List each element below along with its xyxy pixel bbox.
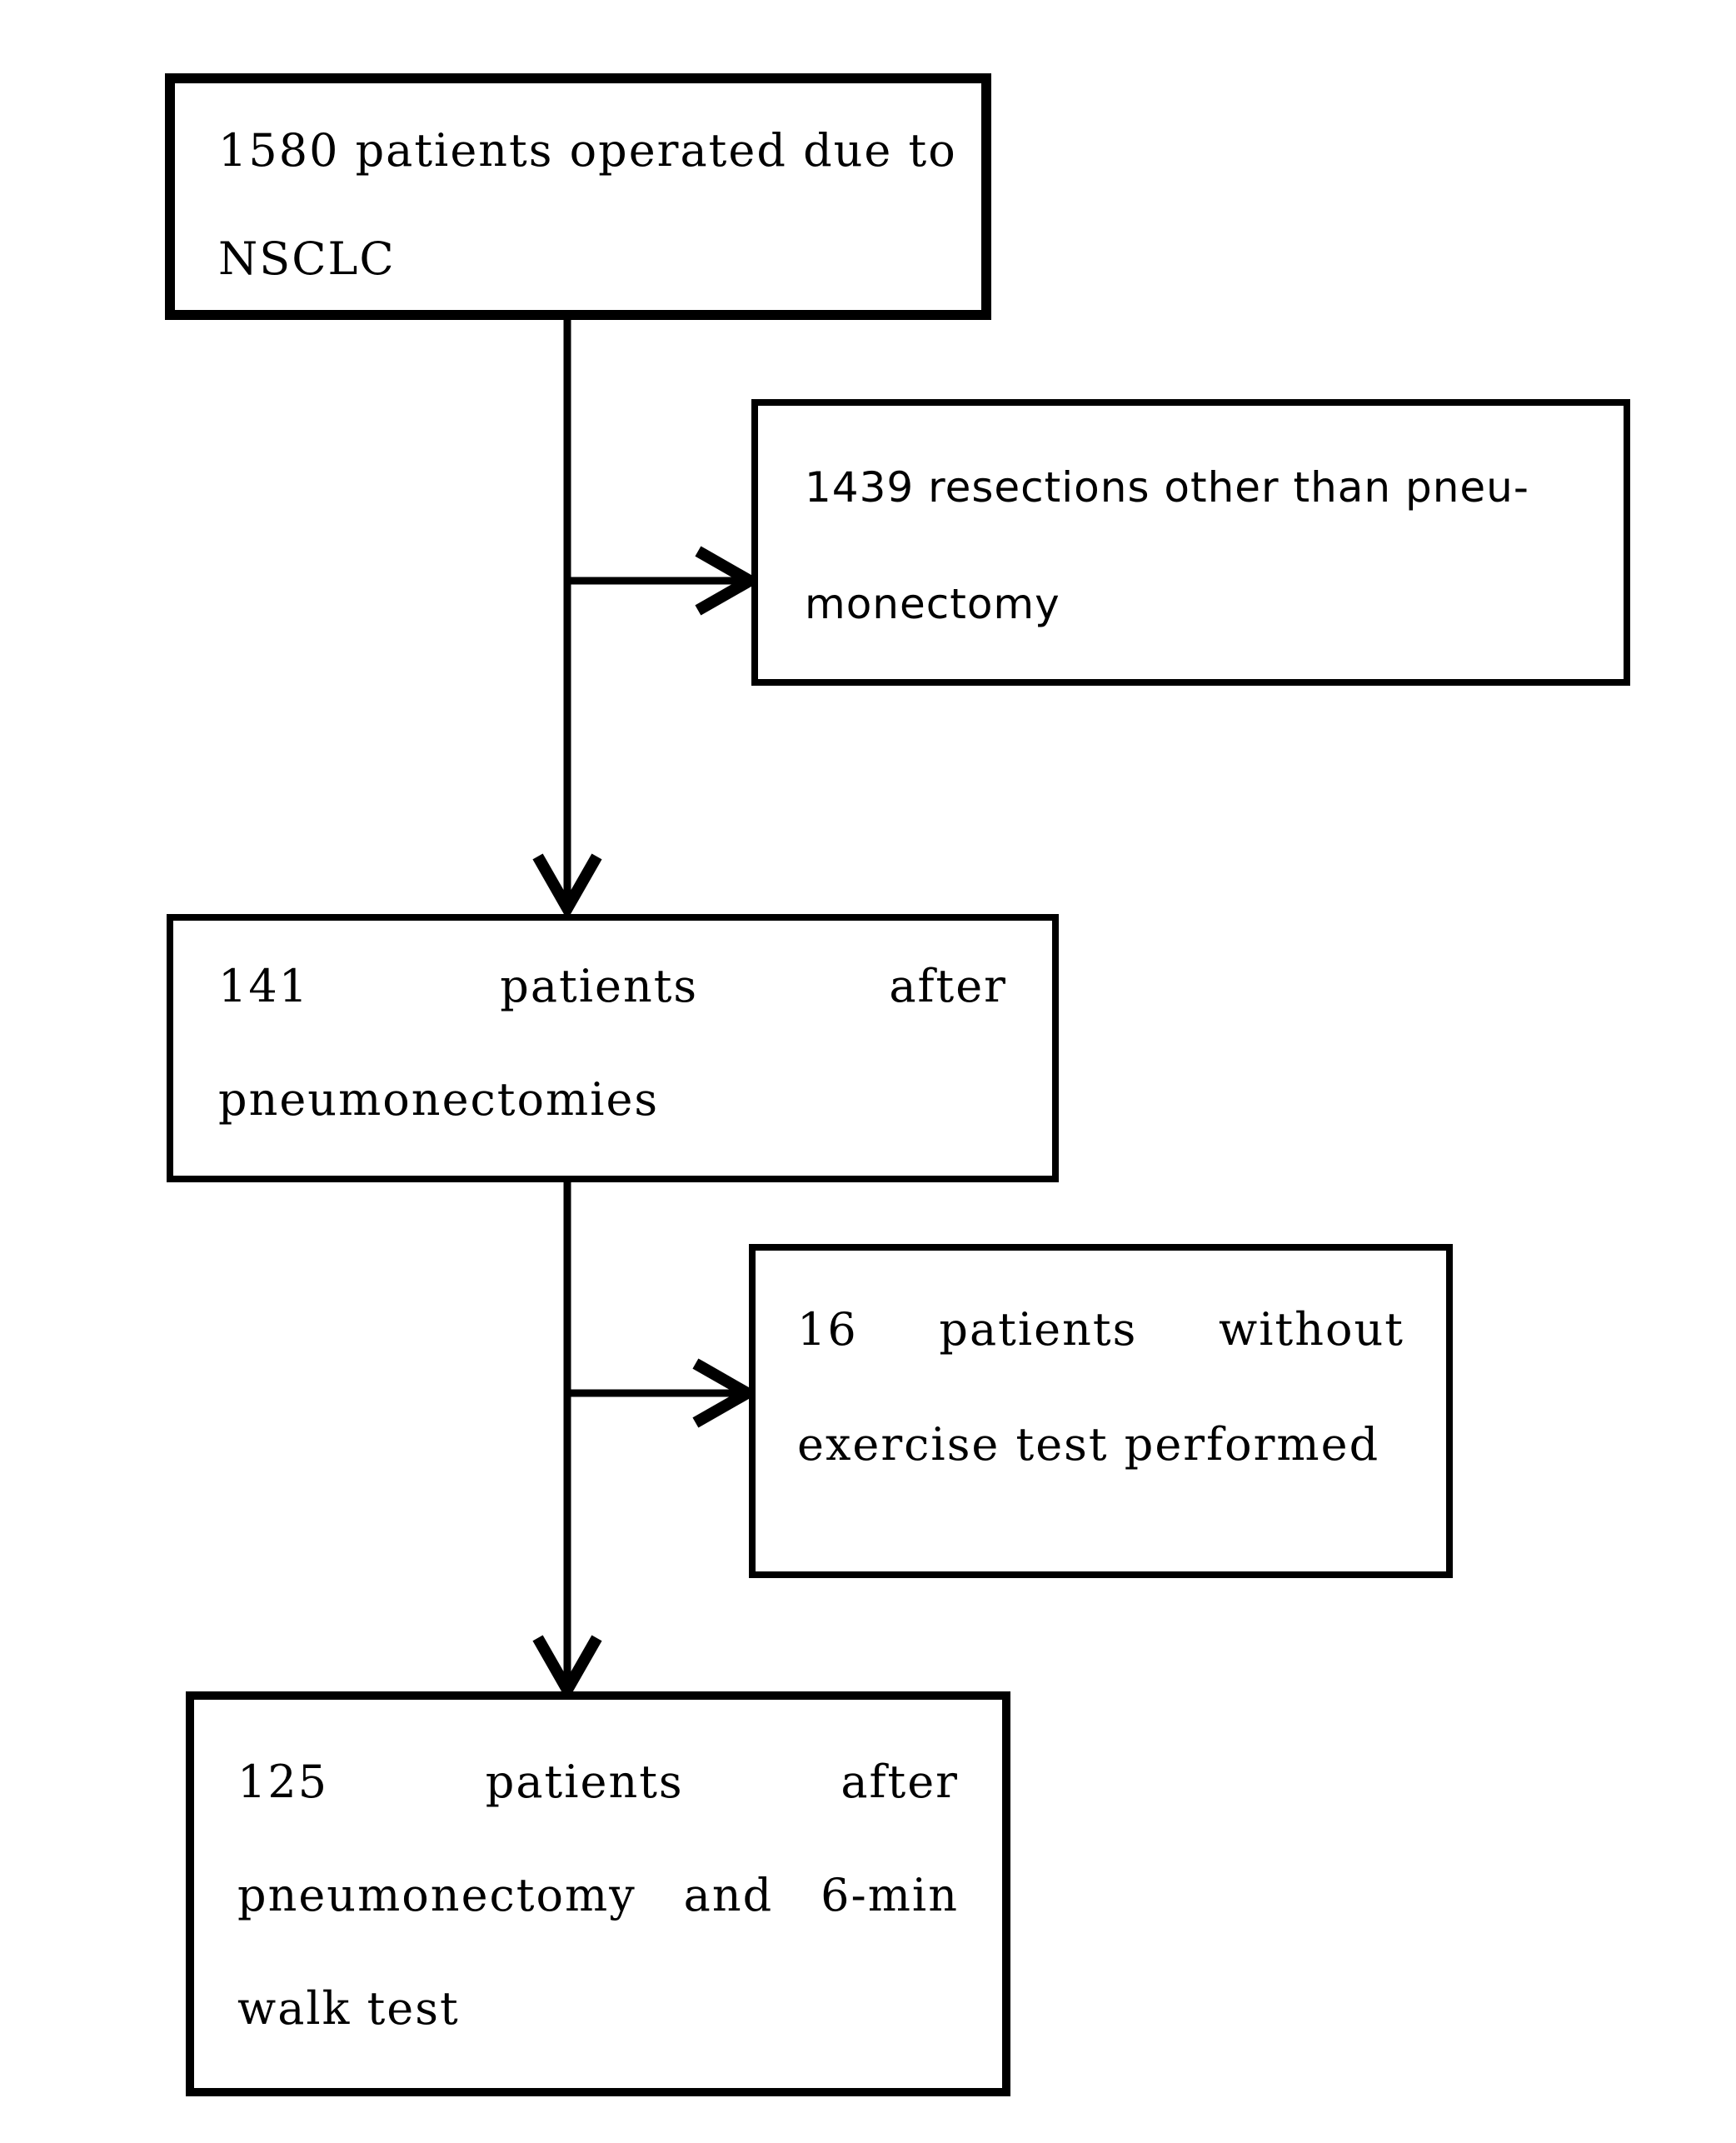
box-other-resections: 1439 resections other than pneu- monecto…: [751, 399, 1630, 686]
word: and: [683, 1869, 774, 1921]
word: 16: [797, 1303, 858, 1356]
arrowhead-right-icon: [692, 1358, 760, 1428]
box-operated-nsclc: 1580 patients operated due to NSCLC: [165, 73, 991, 320]
box-text-line: pneumonectomy and 6-min: [237, 1871, 959, 1920]
arrowhead-down-icon: [532, 1635, 602, 1702]
arrowhead-down-icon: [532, 853, 602, 921]
word: pneumonectomy: [237, 1869, 636, 1921]
box-text-line: 16 patients without: [797, 1306, 1404, 1354]
word: 141: [218, 960, 310, 1012]
box-walk-test: 125 patients after pneumonectomy and 6-m…: [186, 1691, 1010, 2096]
word: 125: [237, 1756, 329, 1808]
box-text-line: NSCLC: [218, 232, 396, 285]
box-pneumonectomies: 141 patients after pneumonectomies: [167, 914, 1059, 1182]
box-text-line: exercise test performed: [797, 1418, 1380, 1471]
box-text-line: pneumonectomies: [218, 1073, 660, 1126]
word: patients: [500, 960, 699, 1012]
box-text-line: walk test: [237, 1982, 460, 2035]
word: patients: [485, 1756, 684, 1808]
box-without-exercise-test: 16 patients without exercise test perfor…: [749, 1244, 1453, 1578]
box-text-line: monectomy: [805, 580, 1060, 628]
word: patients: [939, 1303, 1138, 1356]
arrowhead-right-icon: [695, 546, 762, 616]
box-text-line: 125 patients after: [237, 1758, 959, 1806]
word: after: [841, 1756, 959, 1808]
word: without: [1219, 1303, 1404, 1356]
word: after: [889, 960, 1007, 1012]
box-text-line: 1580 patients operated due to: [218, 124, 957, 177]
box-text-line: 1439 resections other than pneu-: [805, 463, 1529, 512]
box-text-line: 141 patients after: [218, 962, 1007, 1011]
word: 6-min: [821, 1869, 959, 1921]
